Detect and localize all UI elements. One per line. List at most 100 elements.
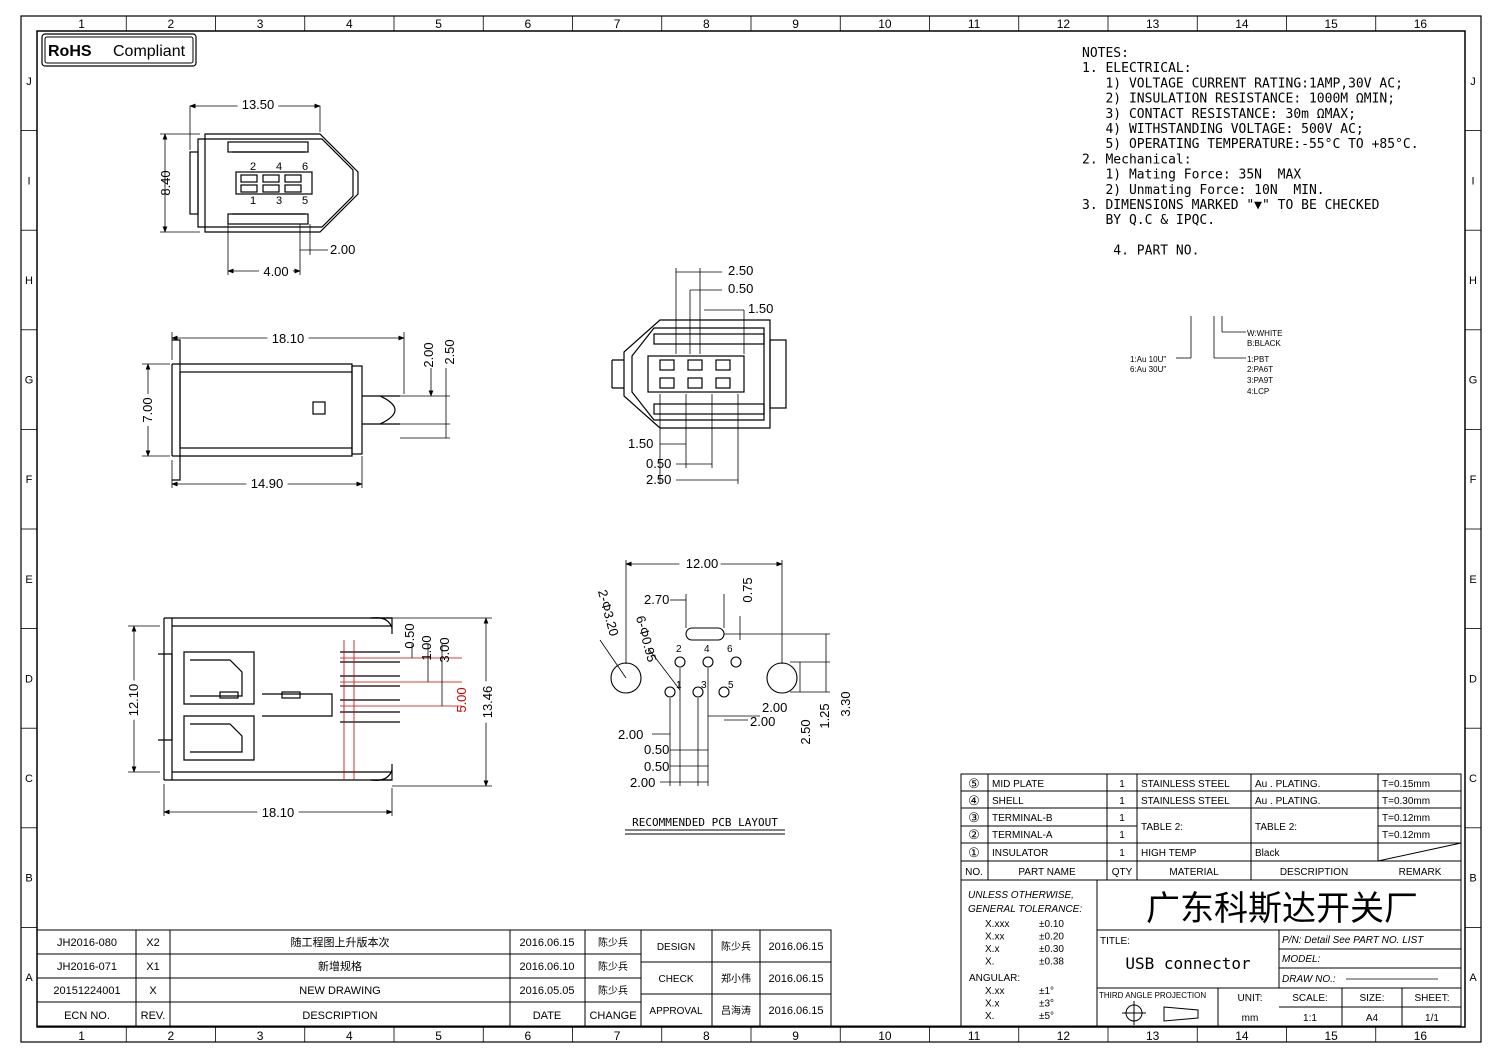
bom-header: NO. <box>965 867 983 878</box>
bom-material: TABLE 2: <box>1141 822 1183 833</box>
bottom-view-dims <box>128 617 492 816</box>
rev-rev: X1 <box>146 961 159 973</box>
tol-angular-label: ANGULAR: <box>969 973 1020 984</box>
scale: 1:1 <box>1303 1013 1317 1024</box>
tol-val: ±0.20 <box>1039 932 1064 943</box>
note-line: 4) WITHSTANDING VOLTAGE: 500V AC; <box>1082 122 1364 137</box>
rev-header: CHANGE <box>589 1010 636 1022</box>
approval-date: 2016.06.15 <box>768 941 823 953</box>
bom-no: ① <box>968 845 980 860</box>
bom-remark: T=0.30mm <box>1382 796 1430 807</box>
zone-col-label: 1 <box>78 17 85 31</box>
zone-col-label: 11 <box>968 1029 981 1043</box>
zone-col-label: 1 <box>78 1029 85 1043</box>
part-code: 1:Au 10U" <box>1130 355 1166 364</box>
tol-val: ±0.38 <box>1039 957 1064 968</box>
pin-label: 4 <box>276 161 282 173</box>
svg-text:0000: 0000 <box>136 396 151 425</box>
tol-val: ±0.10 <box>1039 919 1064 930</box>
dim-pcb-125: 1.25 <box>817 703 832 728</box>
dim-height: 8.40 <box>158 170 173 195</box>
front-view-dims <box>160 103 328 275</box>
note-line: 2) INSULATION RESISTANCE: 1000M ΩMIN; <box>1082 92 1395 107</box>
part-code: W:WHITE <box>1247 329 1282 338</box>
zone-col-label: 10 <box>878 17 892 31</box>
bom-no: ④ <box>968 793 980 808</box>
zone-row-label: I <box>27 175 30 187</box>
bom-no: ③ <box>968 810 980 825</box>
rev-date: 2016.05.05 <box>519 985 574 997</box>
bom-desc: Black <box>1255 848 1280 859</box>
svg-text:0000: 0000 <box>262 264 291 279</box>
rev-rev: X <box>149 985 157 997</box>
bom-remark: T=0.12mm <box>1382 813 1430 824</box>
dim-end-c: 1.50 <box>748 301 773 316</box>
bom-material: STAINLESS STEEL <box>1141 779 1230 790</box>
approval-role: CHECK <box>658 974 693 985</box>
note-line: 1. ELECTRICAL: <box>1082 61 1192 76</box>
title-value: USB connector <box>1125 954 1251 973</box>
dim-side-d1: 2.00 <box>421 342 436 367</box>
zone-col-label: 12 <box>1057 17 1071 31</box>
tol-key: X. <box>985 957 994 968</box>
unit-label: UNIT: <box>1238 993 1263 1004</box>
svg-text:00000: 00000 <box>249 476 285 491</box>
front-view-labels: 00000 13.50 8.40 2.00 0000 4.00 2 4 6 1 … <box>158 93 355 282</box>
projection: THIRD ANGLE PROJECTION <box>1099 991 1206 1000</box>
bottom-view-redlines <box>340 640 462 780</box>
zone-col-label: 14 <box>1235 1029 1249 1043</box>
approval-role: APPROVAL <box>649 1006 703 1017</box>
end-view-dims <box>659 268 745 484</box>
tol-val: ±0.30 <box>1039 944 1064 955</box>
zone-col-label: 13 <box>1146 17 1160 31</box>
note-line: 5) OPERATING TEMPERATURE:-55°C TO +85°C. <box>1082 137 1419 152</box>
zone-row-label: D <box>1469 673 1477 685</box>
bom-header: PART NAME <box>1018 867 1076 878</box>
title-block-text: TITLE: USB connector P/N: Detail See PAR… <box>1099 935 1450 1024</box>
bottom-view <box>158 617 400 781</box>
zone-row-label: G <box>1469 375 1478 387</box>
zone-col-label: 6 <box>525 1029 532 1043</box>
dim-pcb-slot: 2.70 <box>644 592 669 607</box>
zone-col-label: 12 <box>1057 1029 1071 1043</box>
dim-pcb-050a: 0.50 <box>644 742 669 757</box>
dim-pcb-050b: 0.50 <box>644 759 669 774</box>
part-code: B:BLACK <box>1247 339 1281 348</box>
zone-grid: 1122334455667788991010111112121313141415… <box>21 16 1481 1043</box>
bom-qty: 1 <box>1119 848 1125 859</box>
rev-header: ECN NO. <box>64 1010 110 1022</box>
zone-col-label: 2 <box>168 1029 175 1043</box>
end-view-labels: 2.50 0.50 1.50 1.50 0.50 2.50 <box>628 263 773 487</box>
dim-bottom-height: 12.10 <box>126 684 141 717</box>
bom-remark: T=0.12mm <box>1382 830 1430 841</box>
svg-text:00000: 00000 <box>260 804 296 819</box>
dim-side-height: 7.00 <box>140 397 155 422</box>
tol-title1: UNLESS OTHERWISE, <box>968 890 1074 901</box>
zone-col-label: 7 <box>614 1029 621 1043</box>
side-view <box>171 339 400 481</box>
zone-col-label: 13 <box>1146 1029 1160 1043</box>
note-line: 3. DIMENSIONS MARKED "▼" TO BE CHECKED <box>1082 198 1380 213</box>
note-line: 2) Unmating Force: 10N MIN. <box>1082 183 1325 198</box>
svg-text:00000: 00000 <box>122 682 137 718</box>
bom-name: TERMINAL-A <box>992 830 1053 841</box>
sheet: 1/1 <box>1425 1013 1439 1024</box>
zone-row-label: D <box>25 673 33 685</box>
zone-row-label: J <box>26 76 32 88</box>
tol-val: ±5° <box>1039 1011 1054 1022</box>
dim-bottom-total: 13.46 <box>480 686 495 719</box>
bom-material: STAINLESS STEEL <box>1141 796 1230 807</box>
part-code: 3:PA9T <box>1247 376 1273 385</box>
zone-row-label: C <box>1469 773 1477 785</box>
zone-row-label: F <box>1470 474 1477 486</box>
bom-material: HIGH TEMP <box>1141 848 1197 859</box>
zone-col-label: 3 <box>257 1029 264 1043</box>
dim-pcb-small-hole: 6-Φ0.95 <box>633 614 660 664</box>
note-line: 3) CONTACT RESISTANCE: 30m ΩMAX; <box>1082 107 1356 122</box>
rev-desc: 随工程图上升版本次 <box>291 935 390 949</box>
zone-row-label: A <box>25 972 33 984</box>
zone-col-label: 2 <box>168 17 175 31</box>
zone-row-label: I <box>1471 175 1474 187</box>
